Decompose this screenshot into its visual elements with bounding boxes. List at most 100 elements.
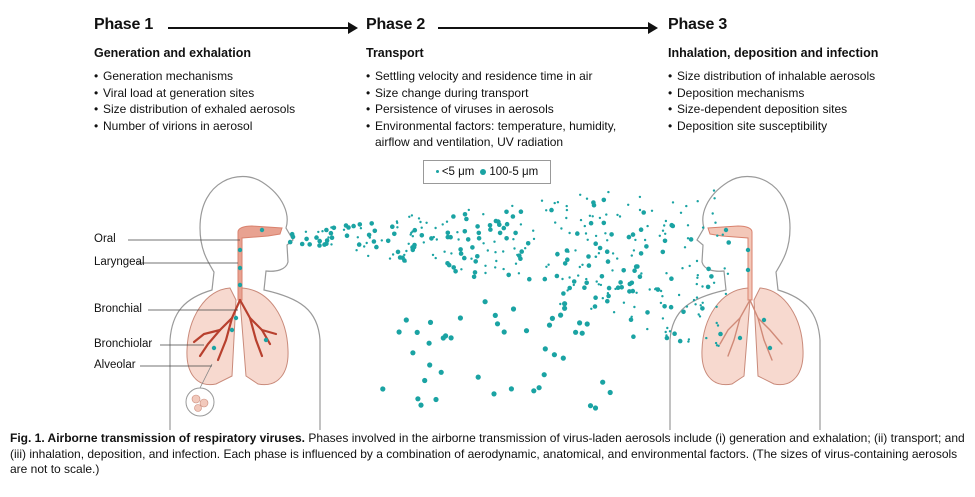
small-aerosol	[715, 321, 718, 325]
large-aerosol	[329, 235, 335, 240]
phase-1-title: Phase 1	[94, 16, 154, 33]
large-aerosol	[476, 230, 482, 236]
large-aerosol	[464, 216, 469, 222]
small-aerosol	[363, 245, 366, 248]
large-aerosol	[562, 305, 568, 311]
small-aerosol	[380, 239, 383, 242]
large-aerosol	[414, 329, 420, 335]
large-aerosol	[599, 274, 605, 279]
large-aerosol	[438, 369, 444, 375]
emitter-figure	[169, 175, 321, 430]
large-aerosol	[605, 259, 611, 264]
large-aerosol	[627, 281, 633, 287]
small-aerosol	[659, 301, 663, 305]
small-aerosol	[579, 218, 583, 222]
large-aerosol	[519, 249, 524, 254]
small-aerosol	[519, 223, 523, 226]
large-aerosol	[706, 266, 711, 272]
caption-title: Fig. 1. Airborne transmission of respira…	[10, 431, 305, 445]
large-aerosol	[536, 385, 542, 391]
large-aerosol	[554, 273, 560, 279]
large-aerosol	[668, 304, 674, 310]
large-aerosol	[395, 249, 401, 255]
large-aerosol	[290, 234, 296, 240]
large-aerosol	[541, 372, 547, 378]
emitter-bronchi	[192, 298, 278, 362]
small-aerosol	[726, 272, 730, 275]
large-aerosol	[475, 374, 481, 380]
large-aerosol	[369, 221, 375, 226]
small-aerosol	[325, 241, 329, 244]
small-aerosol	[425, 221, 428, 224]
small-aerosol	[611, 269, 614, 272]
small-aerosol	[434, 256, 437, 260]
small-aerosol	[494, 251, 497, 254]
small-aerosol	[545, 265, 548, 268]
small-aerosol	[713, 197, 716, 200]
small-aerosol	[640, 272, 643, 275]
large-aerosol	[392, 231, 397, 237]
small-aerosol	[659, 289, 663, 293]
large-aerosol	[637, 274, 643, 280]
large-aerosol	[700, 306, 705, 311]
large-aerosol	[451, 214, 456, 219]
large-aerosol	[496, 219, 501, 225]
small-aerosol	[581, 263, 584, 266]
large-aerosol	[307, 242, 313, 247]
large-aerosol	[491, 391, 497, 397]
site-label-laryngeal: Laryngeal	[94, 256, 145, 268]
large-aerosol	[445, 234, 451, 240]
small-aerosol	[578, 265, 581, 269]
small-aerosol	[638, 208, 642, 212]
large-aerosol	[635, 264, 640, 269]
large-aerosol	[562, 261, 568, 266]
large-aerosol	[494, 321, 501, 327]
large-aerosol	[604, 249, 610, 254]
small-aerosol	[435, 238, 438, 241]
virion-dot	[237, 247, 243, 253]
phase-3-item: Size distribution of inhalable aerosols	[668, 68, 958, 85]
phase-3-item: Deposition mechanisms	[668, 85, 958, 102]
site-label-alveolar: Alveolar	[94, 359, 136, 371]
small-aerosol	[632, 249, 636, 252]
small-aerosol	[586, 238, 589, 241]
small-aerosol	[486, 249, 489, 252]
small-aerosol	[686, 237, 690, 240]
small-aerosol	[661, 317, 665, 320]
small-aerosol	[493, 240, 496, 243]
small-aerosol	[627, 203, 630, 206]
large-aerosol	[492, 312, 498, 318]
small-aerosol	[664, 219, 668, 223]
phase-arrow-2	[438, 22, 658, 34]
large-aerosol	[445, 261, 450, 266]
small-aerosol	[650, 209, 654, 212]
large-aerosol	[709, 274, 714, 279]
small-aerosol	[403, 253, 406, 257]
large-aerosol	[592, 304, 598, 309]
large-aerosol	[630, 232, 636, 237]
large-aerosol	[618, 280, 623, 285]
large-aerosol	[445, 230, 451, 236]
large-aerosol	[504, 236, 509, 241]
phase-3-title: Phase 3	[668, 16, 728, 33]
legend-small-label: <5 μm	[441, 166, 475, 178]
small-aerosol	[420, 226, 423, 229]
small-aerosol	[622, 301, 626, 304]
large-aerosol	[415, 396, 421, 402]
large-aerosol	[510, 214, 516, 219]
aerosol-cloud	[287, 189, 731, 411]
large-aerosol	[592, 405, 599, 411]
small-aerosol	[701, 226, 705, 229]
large-aerosol	[588, 220, 594, 226]
virion-dot	[745, 247, 751, 253]
large-aerosol	[681, 309, 686, 315]
large-aerosol	[575, 231, 580, 236]
small-aerosol	[712, 281, 716, 284]
small-aerosol	[694, 303, 697, 306]
small-aerosol	[574, 249, 577, 252]
small-aerosol	[408, 215, 411, 218]
large-aerosol	[356, 242, 362, 247]
small-aerosol	[450, 252, 453, 255]
small-aerosol	[388, 257, 392, 260]
small-aerosol	[696, 276, 699, 279]
